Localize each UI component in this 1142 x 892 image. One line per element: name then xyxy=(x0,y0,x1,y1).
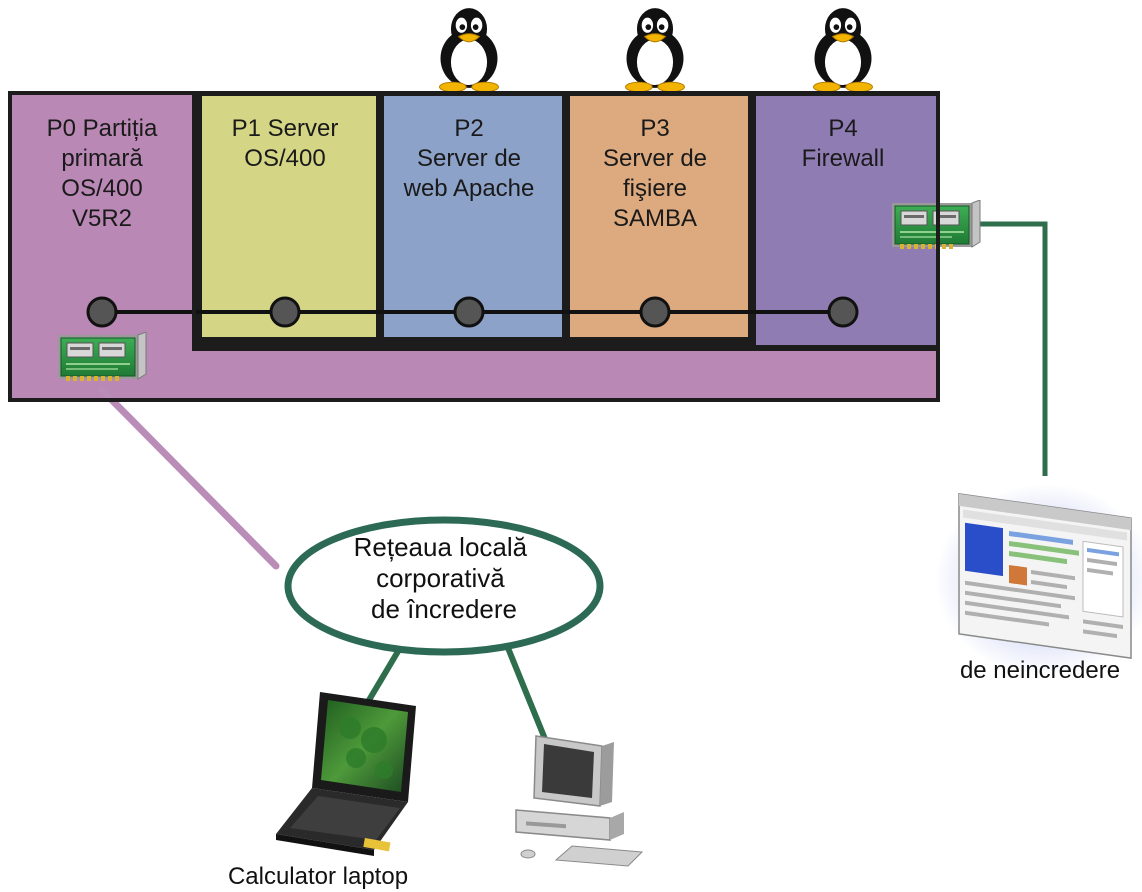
trusted-lan-line-1: Rețeaua locală xyxy=(354,532,528,562)
partition-label-line: P4 xyxy=(828,115,857,142)
tux-penguin-icon xyxy=(439,7,499,91)
virtual-lan-node-p2 xyxy=(453,296,485,328)
partition-panel-p1 xyxy=(202,96,376,337)
untrusted-network-label: de neincredere xyxy=(960,657,1120,684)
linux-penguin-icons xyxy=(439,7,873,91)
web-browser-window-icon xyxy=(935,484,1142,676)
tux-penguin-icon xyxy=(625,7,685,91)
laptop-computer-icon xyxy=(276,692,416,856)
trusted-lan-line-3: de încredere xyxy=(371,594,517,624)
partition-label-line: primară xyxy=(61,145,143,172)
partition-label-line: SAMBA xyxy=(613,205,697,232)
partition-panel-p2 xyxy=(384,96,562,337)
p0-to-lan-link xyxy=(98,386,280,570)
partition-label-line: OS/400 xyxy=(244,145,325,172)
virtual-lan-bus xyxy=(86,296,859,328)
trusted-lan-ring xyxy=(284,516,604,656)
partition-label-line: V5R2 xyxy=(72,205,132,232)
tux-penguin-icon xyxy=(813,7,873,91)
network-adapter-card-icon xyxy=(58,332,147,382)
partition-label-line: fişiere xyxy=(623,175,687,202)
laptop-label: Calculator laptop xyxy=(228,863,408,890)
partition-label-line: Firewall xyxy=(802,145,885,172)
virtual-lan-node-p0 xyxy=(86,296,118,328)
system-frame-outline xyxy=(8,91,940,402)
virtual-lan-node-p4 xyxy=(827,296,859,328)
partition-label-line: OS/400 xyxy=(61,175,142,202)
virtual-lan-node-p3 xyxy=(639,296,671,328)
partition-label-line: Server de xyxy=(603,145,707,172)
partition-label-line: P0 Partiția xyxy=(47,115,158,142)
trusted-lan-line-2: corporativă xyxy=(376,563,505,593)
desktop-computer-icon xyxy=(515,735,644,867)
partition-label-line: Server de xyxy=(417,145,521,172)
p4-to-internet-link xyxy=(978,221,1048,476)
partition-label-line: web Apache xyxy=(403,175,535,202)
partition-label-line: P2 xyxy=(454,115,483,142)
partition-label-line: P1 Server xyxy=(232,115,339,142)
virtual-lan-node-p1 xyxy=(269,296,301,328)
trusted-lan-label: Rețeaua locală corporativă de încredere xyxy=(354,532,535,624)
partition-panel-p3 xyxy=(570,96,748,337)
partition-label-line: P3 xyxy=(640,115,669,142)
